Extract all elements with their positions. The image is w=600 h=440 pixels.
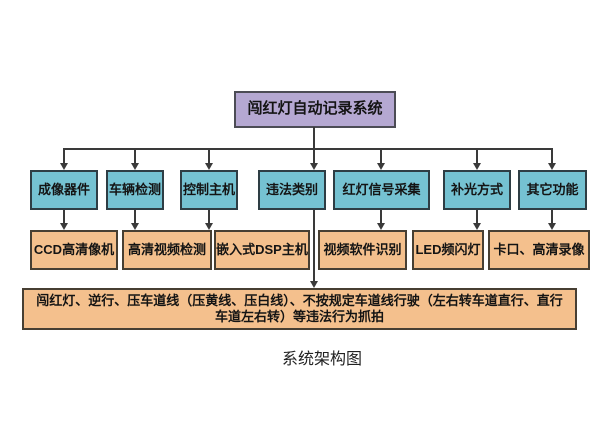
arrow-down-icon <box>473 163 481 170</box>
node-label: 嵌入式DSP主机 <box>216 241 308 257</box>
connector-line <box>313 210 315 281</box>
node-violation-behaviors: 闯红灯、逆行、压车道线（压黄线、压白线）、不按规定车道线行驶（左右转车道直行、直… <box>22 288 577 330</box>
arrow-down-icon <box>310 163 318 170</box>
connector-line <box>63 148 65 163</box>
node-label: 其它功能 <box>526 181 579 197</box>
connector-line <box>476 210 478 223</box>
node-root-label: 闯红灯自动记录系统 <box>247 100 383 118</box>
connector-line <box>134 148 136 163</box>
node-ccd-hd-camera: CCD高清像机 <box>30 230 118 270</box>
node-label: 控制主机 <box>182 181 235 197</box>
node-violations-label: 闯红灯、逆行、压车道线（压黄线、压白线）、不按规定车道线行驶（左右转车道直行、直… <box>36 292 563 324</box>
node-led-strobe-light: LED频闪灯 <box>412 230 484 270</box>
node-label: 高清视频检测 <box>127 241 206 257</box>
connector-line <box>551 210 553 223</box>
node-label: CCD高清像机 <box>33 241 115 257</box>
node-hd-video-detection: 高清视频检测 <box>122 230 212 270</box>
node-label: 红灯信号采集 <box>342 181 421 197</box>
node-violation-type: 违法类别 <box>258 170 326 210</box>
node-imaging-device: 成像器件 <box>30 170 98 210</box>
connector-line <box>380 148 382 163</box>
connector-line <box>63 210 65 223</box>
connector-line <box>63 148 553 150</box>
connector-line <box>551 148 553 163</box>
node-checkpoint-hd-recording: 卡口、高清录像 <box>488 230 590 270</box>
node-embedded-dsp-host: 嵌入式DSP主机 <box>214 230 310 270</box>
arrow-down-icon <box>473 223 481 230</box>
arrow-down-icon <box>205 163 213 170</box>
connector-line <box>476 148 478 163</box>
arrow-down-icon <box>60 223 68 230</box>
node-label: LED频闪灯 <box>415 241 481 257</box>
node-label: 违法类别 <box>265 181 318 197</box>
arrow-down-icon <box>548 223 556 230</box>
node-fill-light-mode: 补光方式 <box>443 170 511 210</box>
node-redlight-signal-capture: 红灯信号采集 <box>333 170 430 210</box>
node-video-software-recognition: 视频软件识别 <box>318 230 407 270</box>
node-other-functions: 其它功能 <box>518 170 587 210</box>
connector-line <box>313 148 315 163</box>
node-label: 成像器件 <box>37 181 90 197</box>
connector-line <box>208 210 210 223</box>
node-label: 补光方式 <box>450 181 503 197</box>
arrow-down-icon <box>60 163 68 170</box>
connector-line <box>134 210 136 223</box>
arrow-down-icon <box>131 163 139 170</box>
node-vehicle-detection: 车辆检测 <box>106 170 164 210</box>
arrow-down-icon <box>310 281 318 288</box>
arrow-down-icon <box>131 223 139 230</box>
connector-line <box>208 148 210 163</box>
connector-line <box>313 127 315 148</box>
arrow-down-icon <box>548 163 556 170</box>
node-root-system: 闯红灯自动记录系统 <box>234 91 396 128</box>
node-label: 卡口、高清录像 <box>493 241 585 257</box>
connector-line <box>380 210 382 223</box>
diagram-caption: 系统架构图 <box>281 351 362 368</box>
node-label: 视频软件识别 <box>323 241 402 257</box>
node-label: 车辆检测 <box>108 181 161 197</box>
node-control-host: 控制主机 <box>180 170 238 210</box>
arrow-down-icon <box>377 163 385 170</box>
arrow-down-icon <box>205 223 213 230</box>
arrow-down-icon <box>377 223 385 230</box>
